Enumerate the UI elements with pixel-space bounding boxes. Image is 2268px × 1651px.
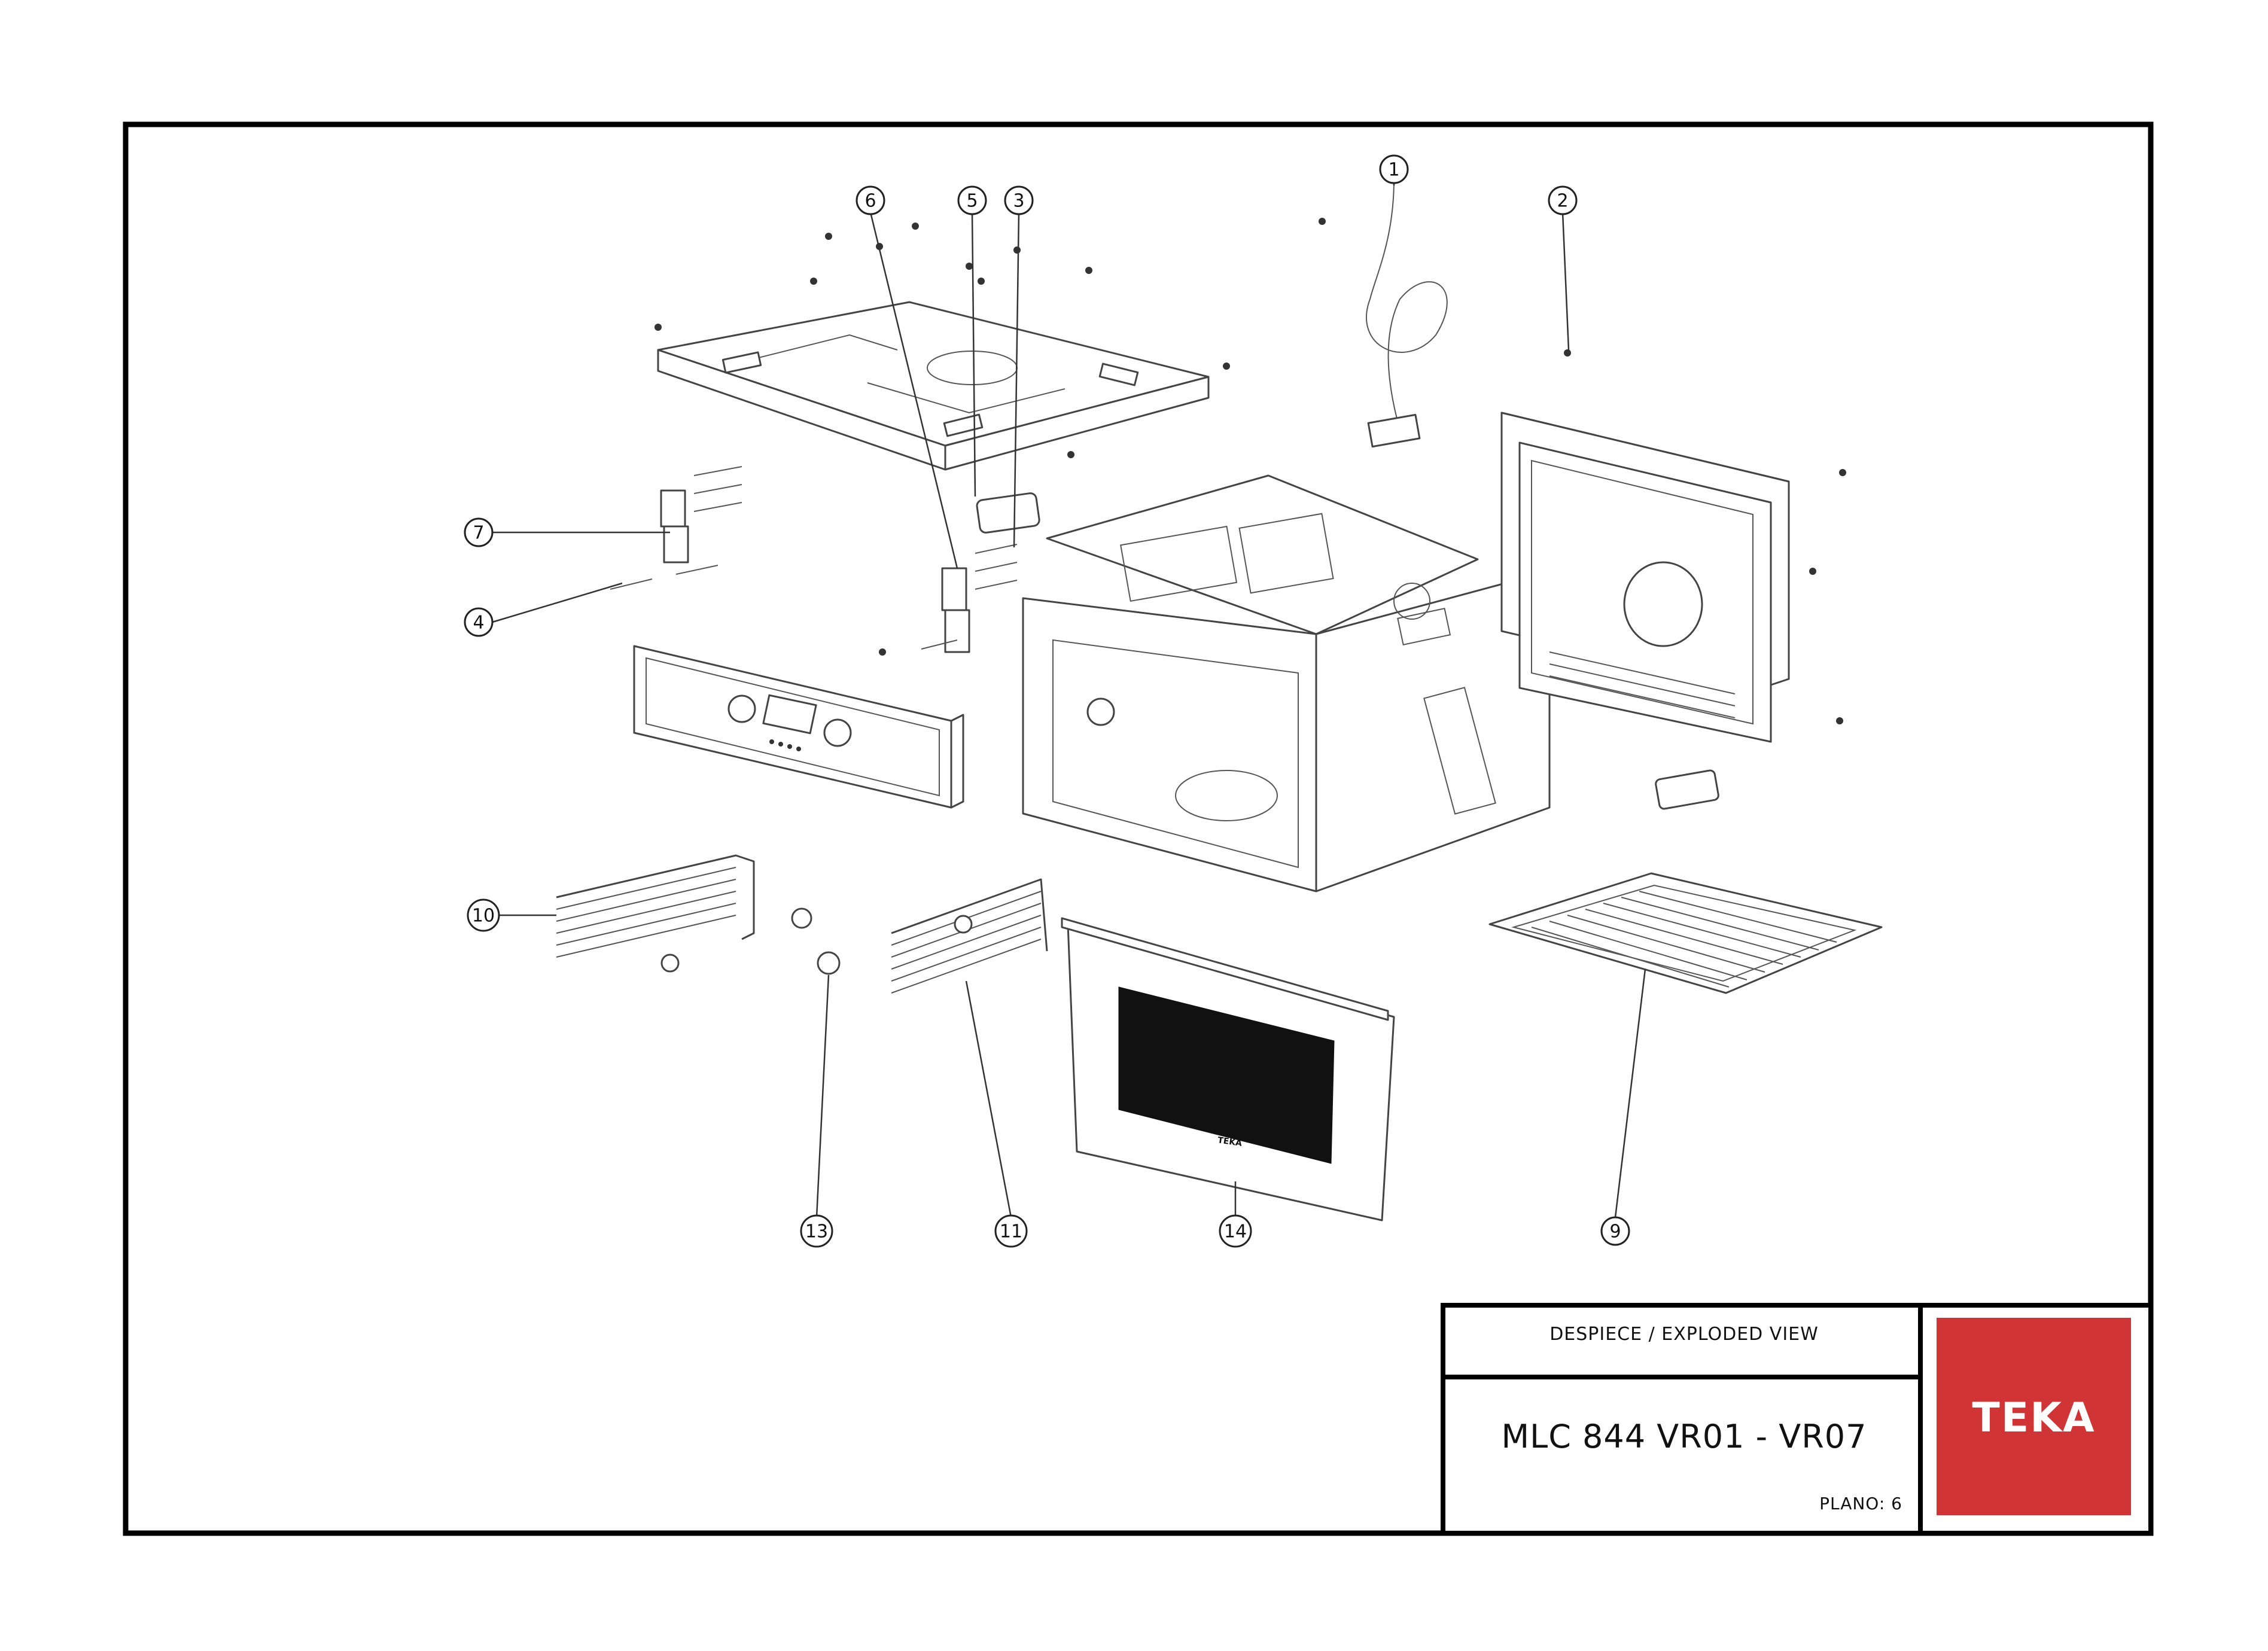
callout-14: 14	[1219, 1214, 1252, 1248]
rear-panel	[1500, 412, 1790, 743]
hinge-bracket-left	[610, 466, 742, 590]
svg-text:10: 10	[472, 906, 495, 927]
title-block-caption: DESPIECE / EXPLODED VIEW	[1549, 1324, 1819, 1345]
title-block-model: MLC 844 VR01 - VR07	[1501, 1418, 1867, 1455]
side-rack-right	[891, 878, 1048, 994]
svg-text:1: 1	[1388, 160, 1399, 181]
svg-text:14: 14	[1224, 1222, 1247, 1242]
callout-2: 2	[1548, 185, 1578, 215]
callout-9: 9	[1600, 1216, 1630, 1246]
lamp-cover	[976, 492, 1040, 534]
screws-top	[654, 218, 1846, 724]
callout-5: 5	[957, 185, 987, 215]
teka-logo-text: TEKA	[1972, 1394, 2096, 1442]
title-block-plano: PLANO: 6	[1819, 1494, 1902, 1513]
fixing-nuts	[791, 907, 841, 975]
callout-4: 4	[464, 607, 494, 637]
callout-11: 11	[994, 1214, 1028, 1248]
callout-7: 7	[464, 517, 494, 547]
side-rack-left	[556, 854, 755, 973]
teka-logo: TEKA	[1937, 1318, 2131, 1515]
svg-text:6: 6	[864, 191, 876, 212]
callout-13: 13	[800, 1214, 833, 1248]
svg-text:3: 3	[1013, 191, 1024, 212]
cable-harness	[1366, 179, 1448, 448]
oven-cavity-body	[1022, 474, 1551, 892]
oven-door: TEKA	[1061, 917, 1395, 1222]
callout-3: 3	[1004, 185, 1034, 215]
svg-text:11: 11	[1000, 1222, 1022, 1242]
svg-text:2: 2	[1557, 191, 1568, 212]
drawing-frame	[123, 121, 2154, 1536]
hinge-bracket-center	[921, 544, 1018, 653]
top-cover-panel	[657, 301, 1210, 471]
svg-text:4: 4	[473, 613, 484, 633]
callout-10: 10	[467, 898, 500, 932]
leader-lines	[492, 179, 1646, 1218]
svg-text:7: 7	[473, 523, 484, 544]
callout-1: 1	[1379, 154, 1409, 184]
lamp-holder-right	[1655, 769, 1719, 810]
control-panel	[633, 645, 964, 809]
callout-6: 6	[856, 185, 885, 215]
svg-text:9: 9	[1609, 1222, 1621, 1242]
svg-text:5: 5	[966, 191, 978, 212]
wire-shelf	[1488, 872, 1883, 994]
door-brand-text: TEKA	[1217, 1135, 1243, 1149]
svg-text:13: 13	[805, 1222, 828, 1242]
